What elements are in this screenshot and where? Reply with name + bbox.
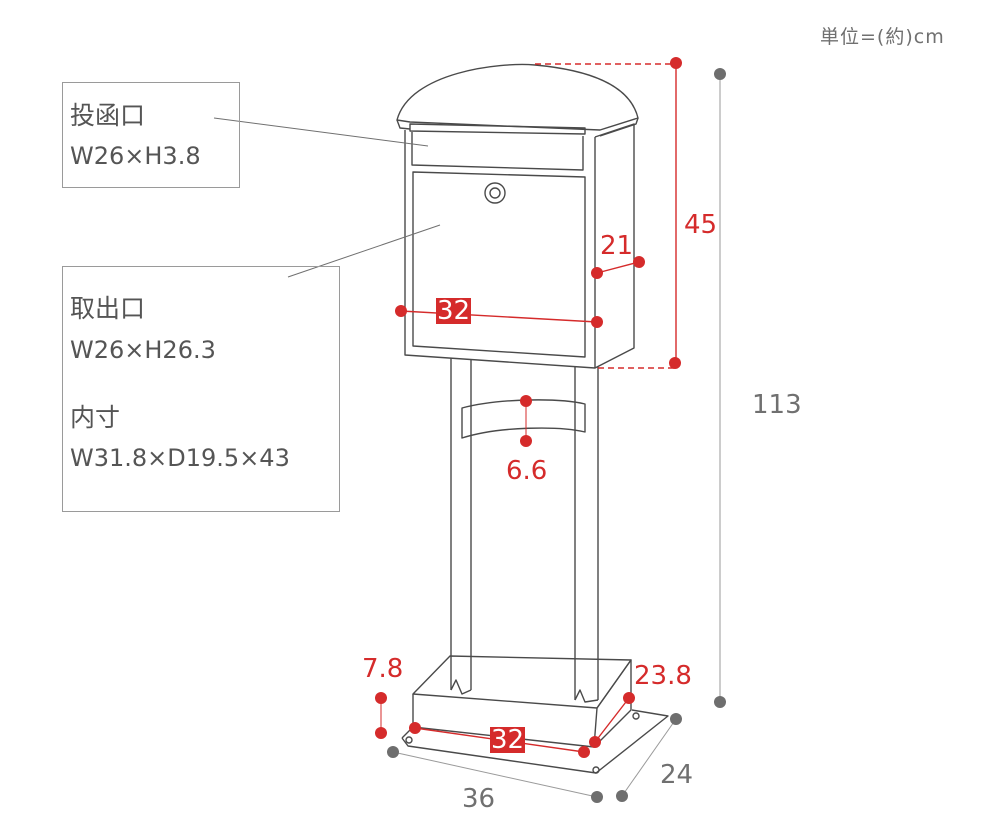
dim-dot bbox=[669, 357, 681, 369]
slot-title: 投函口 bbox=[70, 101, 146, 130]
door-title: 取出口 bbox=[70, 294, 146, 323]
dim-dot bbox=[375, 727, 387, 739]
dim-dot bbox=[387, 746, 399, 758]
dim-dot bbox=[616, 790, 628, 802]
dim-dot bbox=[670, 713, 682, 725]
door-lock bbox=[484, 182, 506, 204]
door-size: W26×H26.3 bbox=[70, 336, 216, 364]
mailbox-illustration bbox=[396, 63, 669, 774]
base-plate bbox=[401, 709, 669, 774]
base-width-label: 32 bbox=[490, 725, 526, 755]
dim-dot bbox=[591, 267, 603, 279]
dim-dot bbox=[670, 57, 682, 69]
mail-slot bbox=[409, 123, 586, 135]
slot-info-box bbox=[62, 82, 240, 188]
plate-depth-label: 24 bbox=[660, 760, 694, 790]
dim-dot bbox=[714, 68, 726, 80]
base-depth-label: 23.8 bbox=[634, 661, 692, 691]
dim-dot bbox=[520, 395, 532, 407]
post-ring bbox=[461, 399, 586, 439]
dim-dot bbox=[591, 316, 603, 328]
inner-size: W31.8×D19.5×43 bbox=[70, 444, 290, 472]
total-height-label: 113 bbox=[752, 390, 802, 420]
door-info-box bbox=[62, 266, 340, 512]
leader-lines bbox=[213, 117, 441, 278]
box-height-label: 45 bbox=[684, 210, 718, 240]
dim-dot bbox=[375, 692, 387, 704]
mailbox-roof bbox=[396, 63, 639, 131]
base-height-label: 7.8 bbox=[362, 654, 404, 684]
mailbox-side bbox=[594, 123, 635, 369]
red-dimensions bbox=[375, 57, 682, 758]
gray-dimensions bbox=[387, 68, 726, 803]
dim-dot bbox=[623, 692, 635, 704]
box-depth-label: 21 bbox=[600, 231, 634, 261]
dim-dot bbox=[520, 435, 532, 447]
dim-dot bbox=[409, 722, 421, 734]
post-right bbox=[574, 366, 599, 700]
dim-dot bbox=[578, 746, 590, 758]
base-side bbox=[593, 659, 632, 748]
post-left bbox=[450, 358, 472, 690]
inner-title: 内寸 bbox=[70, 403, 121, 432]
dim-dot bbox=[589, 736, 601, 748]
plate-width-label: 36 bbox=[462, 784, 496, 814]
dim-dot bbox=[591, 791, 603, 803]
mailbox-front bbox=[404, 130, 596, 369]
dim-dot bbox=[395, 305, 407, 317]
ring-height-label: 6.6 bbox=[506, 456, 548, 486]
slot-size: W26×H3.8 bbox=[70, 142, 201, 170]
dim-dot bbox=[714, 696, 726, 708]
box-width-label: 32 bbox=[436, 296, 472, 326]
mailbox-door bbox=[412, 171, 586, 358]
unit-note: 単位=(約)cm bbox=[820, 26, 945, 48]
dim-dot bbox=[633, 256, 645, 268]
